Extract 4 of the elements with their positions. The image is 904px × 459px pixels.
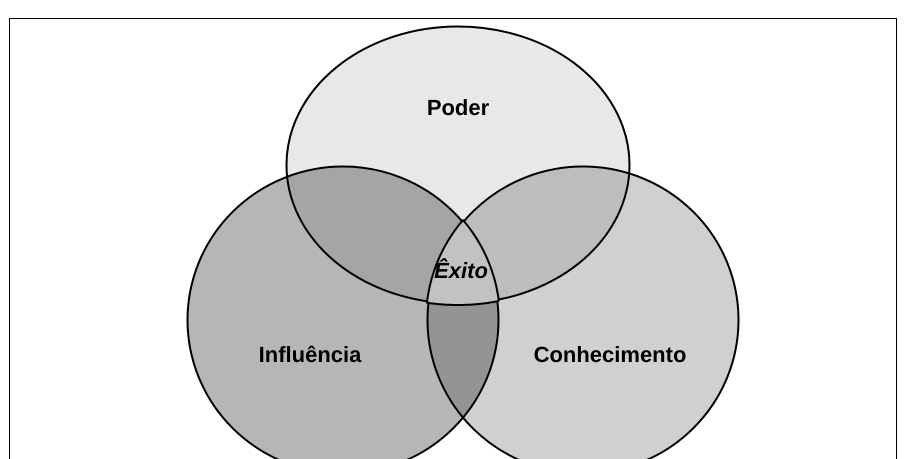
set-label: Poder: [426, 95, 490, 121]
set-label: Influência: [258, 342, 362, 368]
set-label: Conhecimento: [534, 342, 686, 368]
center-label: Êxito: [434, 258, 488, 284]
